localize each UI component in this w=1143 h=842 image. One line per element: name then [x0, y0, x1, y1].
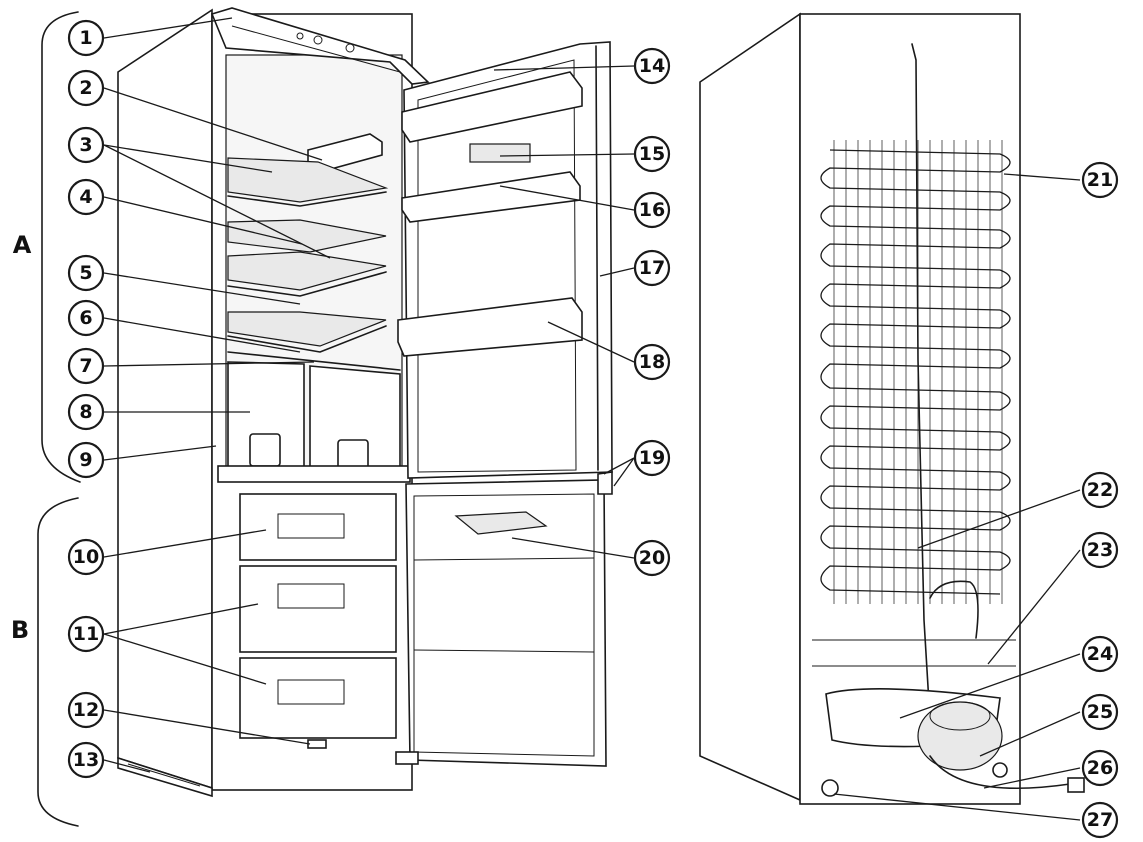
condenser-coils: [820, 140, 1011, 604]
svg-text:25: 25: [1087, 701, 1113, 723]
callout-26: 26: [1081, 749, 1119, 787]
svg-text:18: 18: [639, 351, 665, 373]
svg-text:3: 3: [79, 134, 92, 156]
callout-11: 11: [67, 615, 105, 653]
svg-text:27: 27: [1087, 809, 1113, 831]
callout-19: 19: [633, 439, 671, 477]
callout-27: 27: [1081, 801, 1119, 839]
callout-8: 8: [67, 393, 105, 431]
callout-21: 21: [1081, 161, 1119, 199]
section-bracket-a: A: [13, 11, 81, 483]
svg-text:14: 14: [639, 55, 665, 77]
callout-22: 22: [1081, 471, 1119, 509]
fridge-open-door: [397, 41, 613, 479]
callout-20: 20: [633, 539, 671, 577]
svg-text:20: 20: [639, 547, 665, 569]
freezer-open-door: [395, 479, 607, 767]
svg-text:19: 19: [639, 447, 665, 469]
callout-24: 24: [1081, 635, 1119, 673]
callout-13: 13: [67, 741, 105, 779]
svg-text:21: 21: [1087, 169, 1113, 191]
callout-9: 9: [67, 441, 105, 479]
svg-text:24: 24: [1087, 643, 1113, 665]
svg-text:9: 9: [79, 449, 92, 471]
callout-3: 3: [67, 126, 105, 164]
svg-text:15: 15: [639, 143, 665, 165]
svg-text:11: 11: [73, 623, 99, 645]
section-bracket-b: B: [11, 497, 79, 827]
svg-text:1: 1: [79, 27, 92, 49]
fridge-front-view: [117, 7, 430, 798]
svg-text:26: 26: [1087, 757, 1113, 779]
svg-text:12: 12: [73, 699, 99, 721]
callout-12: 12: [67, 691, 105, 729]
svg-text:4: 4: [79, 186, 92, 208]
svg-text:8: 8: [79, 401, 92, 423]
callout-17: 17: [633, 249, 671, 287]
svg-text:13: 13: [73, 749, 99, 771]
section-label-a: A: [13, 231, 32, 259]
svg-text:5: 5: [79, 262, 92, 284]
svg-text:22: 22: [1087, 479, 1113, 501]
callout-4: 4: [67, 178, 105, 216]
svg-text:16: 16: [639, 199, 665, 221]
svg-text:2: 2: [79, 77, 92, 99]
section-label-b: B: [11, 616, 29, 644]
callout-7: 7: [67, 347, 105, 385]
svg-text:7: 7: [79, 355, 92, 377]
callout-14: 14: [633, 47, 671, 85]
svg-text:17: 17: [639, 257, 665, 279]
callout-5: 5: [67, 254, 105, 292]
callout-25: 25: [1081, 693, 1119, 731]
callout-16: 16: [633, 191, 671, 229]
svg-text:10: 10: [73, 546, 99, 568]
callout-2: 2: [67, 69, 105, 107]
callout-23: 23: [1081, 531, 1119, 569]
callout-10: 10: [67, 538, 105, 576]
callout-6: 6: [67, 299, 105, 337]
svg-text:6: 6: [79, 307, 92, 329]
callout-18: 18: [633, 343, 671, 381]
callout-15: 15: [633, 135, 671, 173]
callout-1: 1: [67, 19, 105, 57]
leader-lines: [103, 17, 1081, 821]
fridge-rear-view: [699, 12, 1085, 805]
svg-text:23: 23: [1087, 539, 1113, 561]
